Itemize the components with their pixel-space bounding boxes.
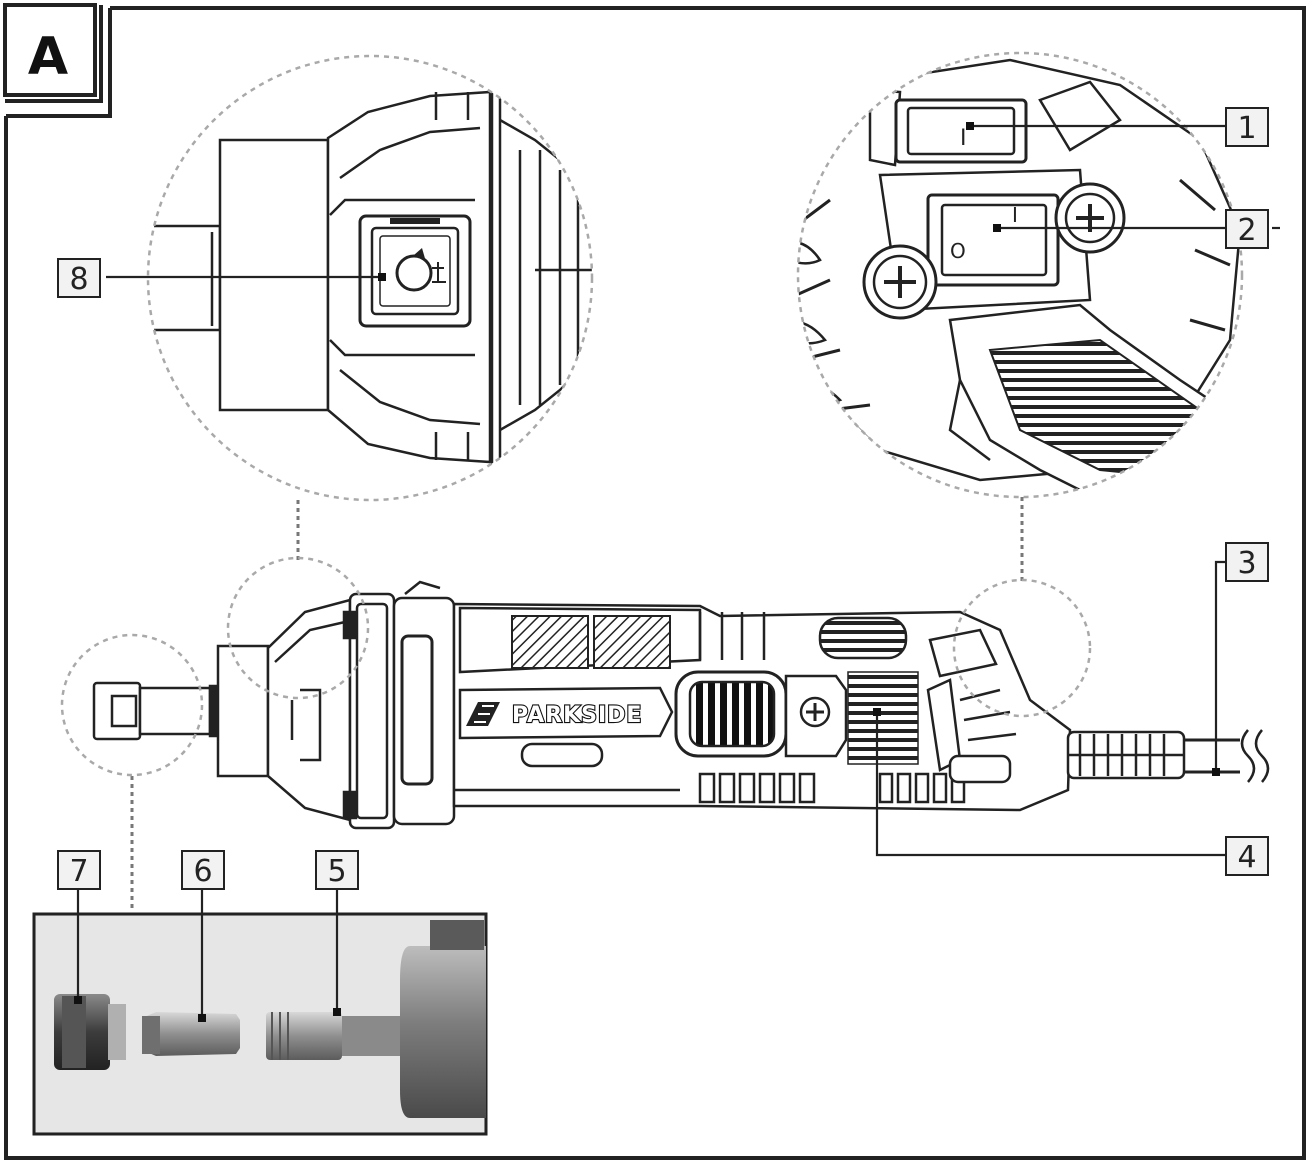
collet-nut-part	[54, 994, 126, 1070]
callout-4-label: 4	[1237, 840, 1256, 875]
callout-5-label: 5	[327, 854, 346, 889]
switch-detail: I O I	[796, 51, 1244, 499]
callout-7-label: 7	[69, 854, 88, 889]
callout-8: 8	[57, 258, 101, 298]
callout-3: 3	[1225, 542, 1269, 582]
collet-part	[142, 1012, 240, 1056]
callout-5: 5	[315, 850, 359, 890]
callout-1-label: 1	[1237, 111, 1256, 146]
collet-parts-photo	[32, 912, 488, 1136]
callout-6-label: 6	[193, 854, 212, 889]
callout-4: 4	[1225, 836, 1269, 876]
callout-dots	[74, 122, 1220, 1022]
switch-off-mark: O	[950, 239, 966, 263]
detail-connectors	[130, 497, 1024, 912]
callout-7: 7	[57, 850, 101, 890]
switch-on-mark: I	[1012, 203, 1018, 227]
callout-6: 6	[181, 850, 225, 890]
callout-1: 1	[1225, 107, 1269, 147]
callout-2: 2	[1225, 209, 1269, 249]
callout-8-label: 8	[69, 262, 88, 297]
panel-badge: A	[3, 3, 103, 103]
panel-letter: A	[28, 27, 68, 87]
callout-leaders	[76, 124, 1280, 1018]
tool-main-view: PARKSIDE	[92, 580, 1270, 830]
detail-marker-circles	[60, 556, 1092, 777]
trigger-mark: I	[960, 126, 967, 151]
figure-frame	[4, 6, 1306, 1160]
callout-2-label: 2	[1237, 213, 1256, 248]
callout-3-label: 3	[1237, 546, 1256, 581]
spindle-lock-detail	[146, 54, 594, 502]
brand-logo-text: PARKSIDE	[512, 703, 642, 728]
tool-collet	[92, 681, 220, 741]
spindle-part	[266, 920, 486, 1118]
